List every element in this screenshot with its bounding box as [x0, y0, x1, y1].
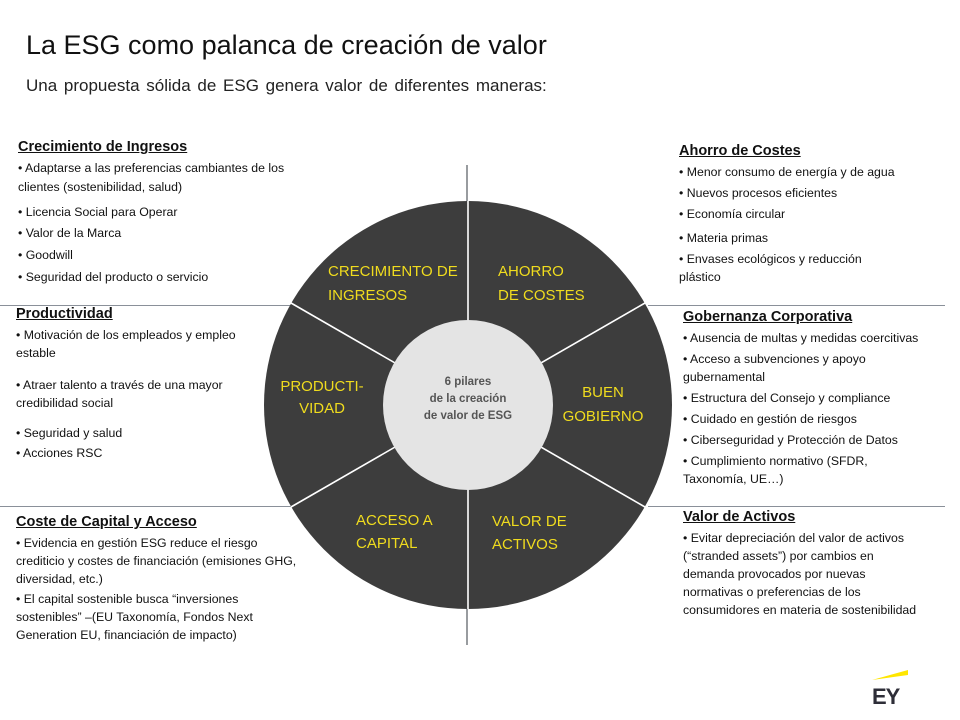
divider-left-top: [0, 305, 292, 306]
segment-ahorro: AHORRO DE COSTES: [498, 263, 585, 304]
list-item: Envases ecológicos y reducción plástico: [679, 250, 879, 286]
block-heading: Productividad: [16, 306, 113, 322]
list-item: Cumplimiento normativo (SFDR, Taxonomía,…: [683, 452, 903, 488]
segment-activos: VALOR DE ACTIVOS: [492, 513, 567, 553]
page-title: La ESG como palanca de creación de valor: [26, 30, 547, 60]
list-item: Materia primas: [679, 229, 919, 247]
list-item: Cuidado en gestión de riesgos: [683, 410, 953, 428]
center-line-1: 6 pilares: [444, 376, 492, 388]
block-heading: Crecimiento de Ingresos: [18, 139, 188, 155]
center-line-3: de valor de ESG: [423, 410, 513, 422]
list-item: Atraer talento a través de una mayor cre…: [16, 376, 268, 412]
page-subtitle: Una propuesta sólida de ESG genera valor…: [26, 76, 547, 95]
list-item: Valor de la Marca: [18, 224, 318, 242]
list-item: Estructura del Consejo y compliance: [683, 389, 953, 407]
block-productividad: Productividad Motivación de los empleado…: [16, 307, 268, 468]
list-item: Evitar depreciación del valor de activos…: [683, 529, 923, 619]
block-heading: Valor de Activos: [683, 509, 796, 525]
list-item: Seguridad del producto o servicio: [18, 268, 318, 286]
list-item: Ciberseguridad y Protección de Datos: [683, 431, 953, 449]
list-item: Goodwill: [18, 246, 318, 264]
segment-capital: ACCESO A CAPITAL: [356, 512, 432, 552]
list-item: Economía circular: [679, 205, 919, 223]
block-crecimiento: Crecimiento de Ingresos Adaptarse a las …: [18, 140, 318, 292]
list-item: El capital sostenible busca “inversiones…: [16, 590, 301, 644]
list-item: Evidencia en gestión ESG reduce el riesg…: [16, 534, 301, 588]
center-circle: [383, 320, 553, 490]
block-activos: Valor de Activos Evitar depreciación del…: [683, 510, 923, 625]
block-heading: Ahorro de Costes: [679, 143, 801, 159]
divider-right-top: [648, 305, 945, 306]
block-heading: Coste de Capital y Acceso: [16, 514, 197, 530]
list-item: Acceso a subvenciones y apoyo gubernamen…: [683, 350, 883, 386]
segment-gobierno: BUEN GOBIERNO: [562, 384, 644, 425]
center-label: 6 pilares de la creación de valor de ESG: [408, 374, 528, 425]
svg-text:EY: EY: [872, 684, 901, 708]
block-heading: Gobernanza Corporativa: [683, 309, 853, 325]
list-item: Menor consumo de energía y de agua: [679, 163, 919, 181]
list-item: Nuevos procesos eficientes: [679, 184, 919, 202]
list-item: Adaptarse a las preferencias cambiantes …: [18, 159, 318, 197]
list-item: Motivación de los empleados y empleo est…: [16, 326, 268, 362]
segment-productividad: PRODUCTI- VIDAD: [280, 378, 364, 417]
list-item: Ausencia de multas y medidas coercitivas: [683, 329, 953, 347]
segment-crecimiento: CRECIMIENTO DE INGRESOS: [328, 263, 458, 304]
divider-left-bottom: [0, 506, 292, 507]
list-item: Licencia Social para Operar: [18, 203, 318, 221]
list-item: Seguridad y salud: [16, 424, 268, 442]
ey-logo: EY: [866, 668, 910, 713]
center-line-2: de la creación: [429, 393, 507, 405]
block-ahorro: Ahorro de Costes Menor consumo de energí…: [679, 144, 919, 292]
ey-accent-icon: EY: [872, 670, 908, 709]
divider-right-bottom: [648, 506, 945, 507]
block-gobierno: Gobernanza Corporativa Ausencia de multa…: [683, 310, 953, 494]
block-capital: Coste de Capital y Acceso Evidencia en g…: [16, 515, 301, 650]
list-item: Acciones RSC: [16, 444, 268, 462]
